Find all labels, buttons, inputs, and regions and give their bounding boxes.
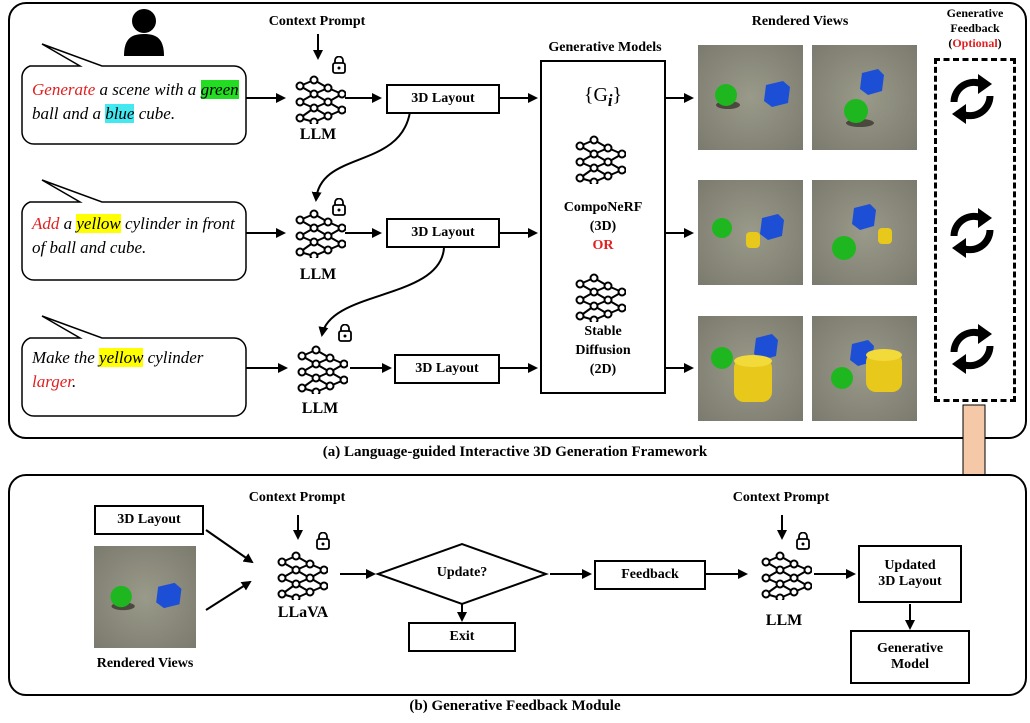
updated-layout-box: Updated 3D Layout	[858, 545, 962, 603]
user-icon	[124, 9, 164, 56]
rendered-view-3a	[698, 316, 803, 421]
llava-label: LLaVA	[277, 604, 329, 621]
composerf-label: CompoNeRF (3D) OR	[563, 200, 643, 253]
feedback-rendered-view	[94, 546, 196, 648]
rendered-views-title: Rendered Views	[751, 14, 849, 29]
stable-diffusion-label: Stable Diffusion (2D)	[575, 324, 631, 377]
lock-icon	[796, 532, 810, 550]
rendered-view-2b	[812, 180, 917, 285]
feedback-box: Feedback	[594, 560, 706, 590]
llm-label-2: LLM	[299, 266, 337, 283]
rendered-view-1a	[698, 45, 803, 150]
generative-feedback-box	[934, 58, 1016, 402]
context-prompt-label: Context Prompt	[268, 14, 366, 29]
llm-label-3: LLM	[301, 400, 339, 417]
feedback-layout-box: 3D Layout	[94, 505, 204, 535]
context-prompt-llava: Context Prompt	[248, 490, 346, 505]
generative-model-box: Generative Model	[850, 630, 970, 684]
generative-models-title: Generative Models	[548, 40, 662, 55]
lock-icon	[316, 532, 330, 550]
exit-box: Exit	[408, 622, 516, 652]
neural-network-icon	[277, 551, 328, 600]
prompt-text-1: Generate a scene with a green ball and a…	[32, 80, 239, 123]
generative-models-box	[540, 60, 666, 394]
feedback-rendered-views-label: Rendered Views	[96, 656, 194, 671]
rendered-view-1b	[812, 45, 917, 150]
rendered-view-3b	[812, 316, 917, 421]
generative-feedback-title: Generative Feedback (Optional)	[946, 6, 1004, 50]
context-prompt-llm: Context Prompt	[732, 490, 830, 505]
neural-network-icon	[761, 551, 812, 600]
layout-box-2: 3D Layout	[386, 218, 500, 248]
prompt-bubble-2	[21, 179, 247, 281]
llm-label-1: LLM	[299, 126, 337, 143]
layout-box-1: 3D Layout	[386, 84, 500, 114]
layout-box-3: 3D Layout	[394, 354, 500, 384]
feedback-llm-label: LLM	[765, 612, 803, 629]
caption-b: (b) Generative Feedback Module	[409, 698, 621, 714]
prompt-bubble-1	[21, 43, 247, 145]
update-decision: Update?	[436, 565, 488, 580]
gi-symbol: {Gi}	[583, 84, 623, 110]
prompt-text-3: Make the yellow cylinder larger.	[32, 348, 204, 391]
prompt-text-2: Add a yellow cylinder in front of ball a…	[32, 214, 235, 257]
rendered-view-2a	[698, 180, 803, 285]
caption-a: (a) Language-guided Interactive 3D Gener…	[322, 444, 708, 460]
